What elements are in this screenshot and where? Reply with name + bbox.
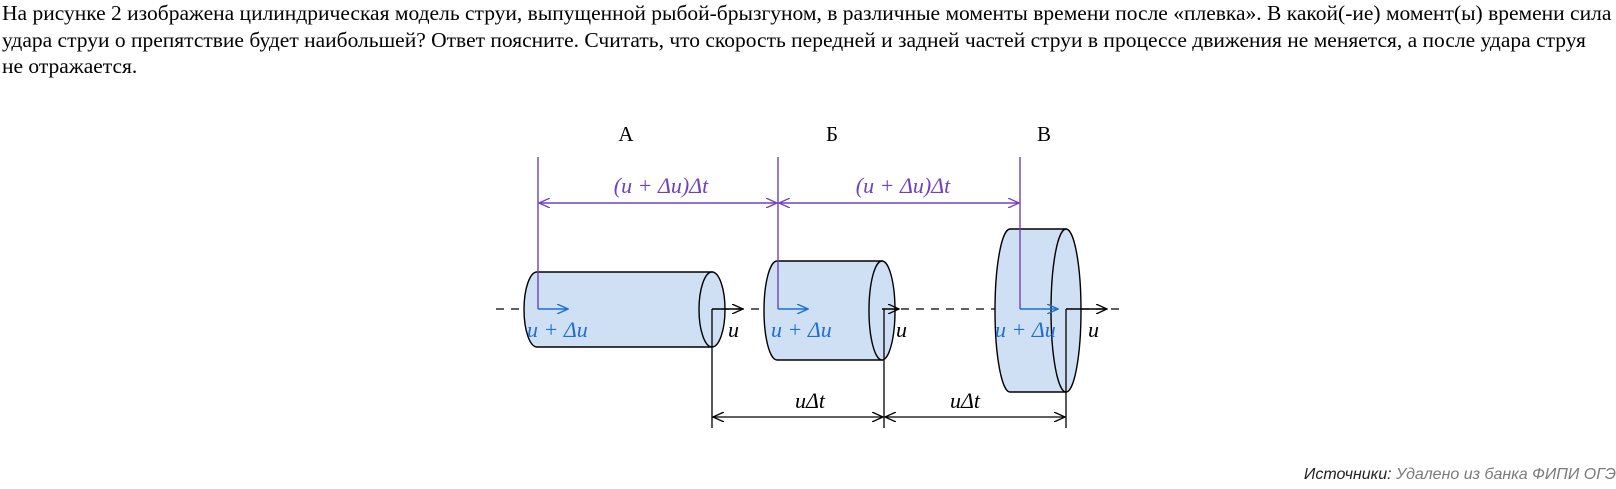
top-interval-label-1: (u + Δu)Δt (614, 173, 709, 198)
source-link[interactable]: Удалено из банка ФИПИ ОГЭ (1396, 466, 1616, 483)
bottom-interval-label-2: uΔt (950, 388, 981, 413)
front-speed-label-v: u (1088, 317, 1099, 342)
rear-speed-label-a: u + Δu (527, 317, 588, 342)
rear-speed-label-b: u + Δu (771, 317, 832, 342)
top-interval-label-2: (u + Δu)Δt (856, 173, 951, 198)
bottom-interval-label-1: uΔt (795, 388, 826, 413)
moment-label-b: Б (826, 122, 838, 146)
front-speed-label-a: u (728, 317, 739, 342)
cylinder-v (994, 228, 1082, 393)
moment-label-a: А (618, 122, 634, 146)
question-text: На рисунке 2 изображена цилиндрическая м… (2, 1, 1612, 78)
rear-speed-label-v: u + Δu (995, 317, 1056, 342)
source-label: Источники: (1303, 466, 1392, 483)
cylinder-b (763, 260, 896, 361)
moment-label-v: В (1037, 122, 1051, 146)
source-attribution: Источники: Удалено из банка ФИПИ ОГЭ (1304, 466, 1616, 484)
front-speed-label-b: u (896, 317, 907, 342)
